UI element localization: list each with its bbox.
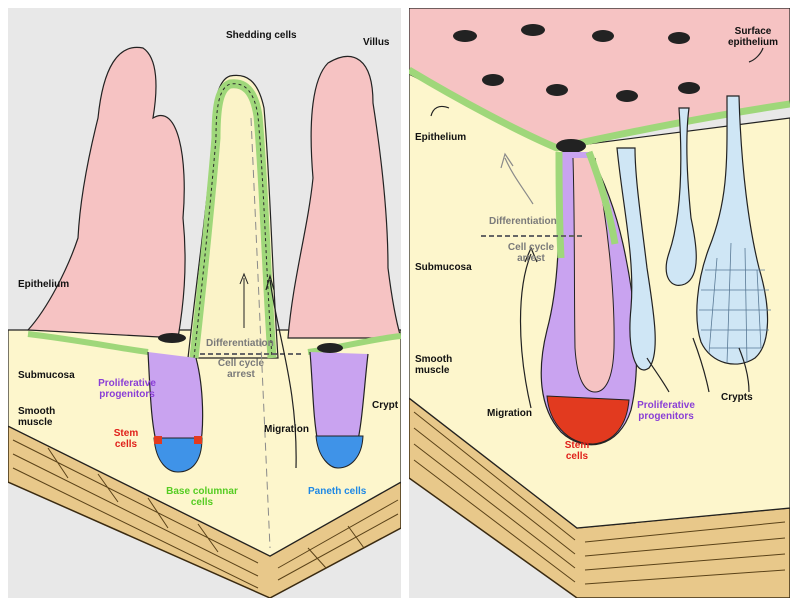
small-intestine-panel: Shedding cells Villus Epithelium Submuco… (8, 8, 401, 598)
label-submucosa: Submucosa (415, 262, 472, 273)
label-villus: Villus (363, 37, 390, 48)
label-epithelium: Epithelium (18, 279, 69, 290)
label-epithelium: Epithelium (415, 132, 466, 143)
label-cell-cycle-arrest: Cell cycle arrest (206, 358, 276, 380)
label-proliferative-progenitors: Proliferative progenitors (623, 400, 709, 422)
label-proliferative-progenitors: Proliferative progenitors (80, 378, 174, 400)
label-surface-epithelium: Surface epithelium (724, 26, 782, 48)
label-smooth-muscle: Smooth muscle (18, 406, 78, 428)
stem-cell-left-2 (194, 436, 202, 444)
villus-left (28, 47, 185, 338)
label-stem-cells: Stem cells (555, 440, 599, 462)
label-differentiation: Differentiation (489, 216, 557, 227)
label-crypt: Crypt (372, 400, 398, 411)
label-shedding-cells: Shedding cells (226, 30, 297, 41)
label-migration: Migration (264, 424, 309, 435)
label-cell-cycle-arrest: Cell cycle arrest (497, 242, 565, 264)
label-differentiation: Differentiation (206, 338, 274, 349)
label-stem-cells: Stem cells (104, 428, 148, 450)
label-crypts: Crypts (721, 392, 753, 403)
colon-illustration (409, 8, 790, 598)
colon-panel: Surface epithelium Epithelium Differenti… (409, 8, 790, 598)
label-submucosa: Submucosa (18, 370, 75, 381)
label-paneth-cells: Paneth cells (308, 486, 366, 497)
small-intestine-illustration (8, 8, 401, 598)
label-base-columnar-cells: Base columnar cells (154, 486, 250, 508)
label-smooth-muscle: Smooth muscle (415, 354, 475, 376)
villus-right (288, 56, 401, 338)
stem-cell-left (154, 436, 162, 444)
label-migration: Migration (487, 408, 532, 419)
